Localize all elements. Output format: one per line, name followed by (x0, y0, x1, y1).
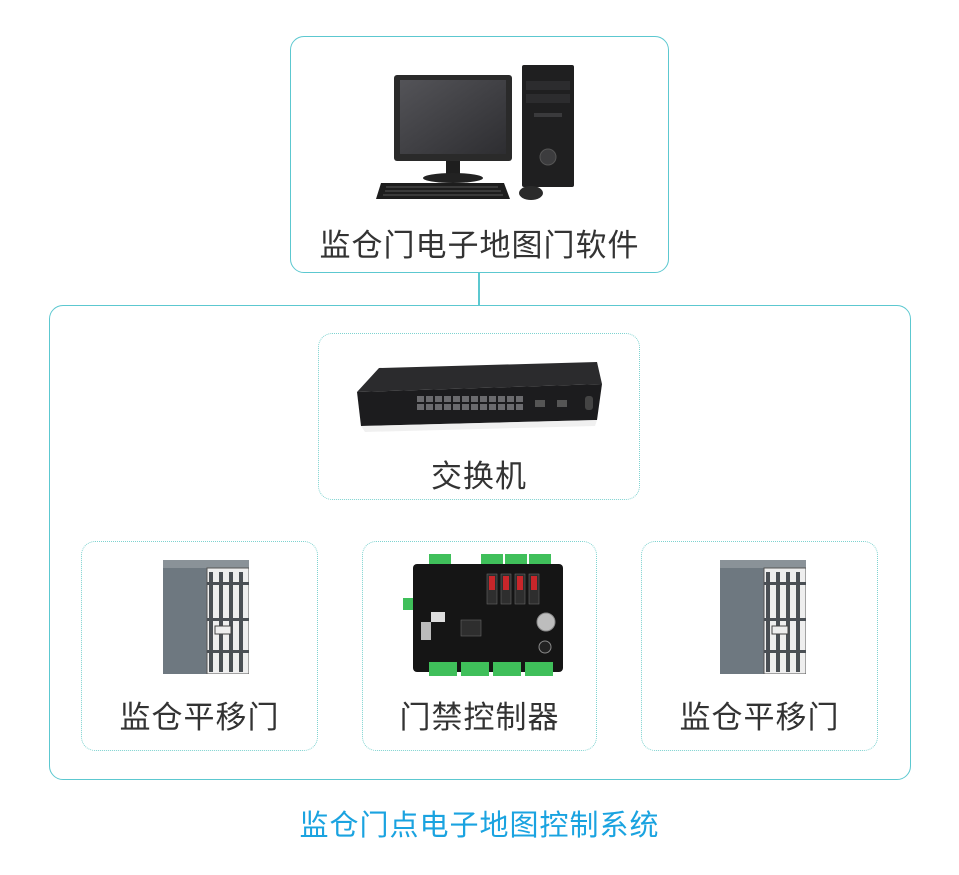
connector-software-to-group (478, 272, 480, 306)
access-controller-board-icon (391, 552, 571, 680)
controller-node: 门禁控制器 (362, 541, 597, 751)
left-door-node: 监仓平移门 (81, 541, 318, 751)
software-node: 监仓门电子地图门软件 (290, 36, 669, 273)
controller-label: 门禁控制器 (363, 692, 596, 737)
right-door-label: 监仓平移门 (642, 692, 877, 737)
sliding-door-icon (163, 560, 249, 674)
switch-node: 交换机 (318, 333, 640, 500)
network-switch-icon (357, 356, 603, 436)
software-label: 监仓门电子地图门软件 (291, 220, 668, 265)
sliding-door-icon (720, 560, 806, 674)
left-door-label: 监仓平移门 (82, 692, 317, 737)
diagram-caption: 监仓门点电子地图控制系统 (0, 802, 959, 844)
switch-label: 交换机 (319, 451, 639, 496)
right-door-node: 监仓平移门 (641, 541, 878, 751)
desktop-computer-icon (376, 61, 581, 209)
